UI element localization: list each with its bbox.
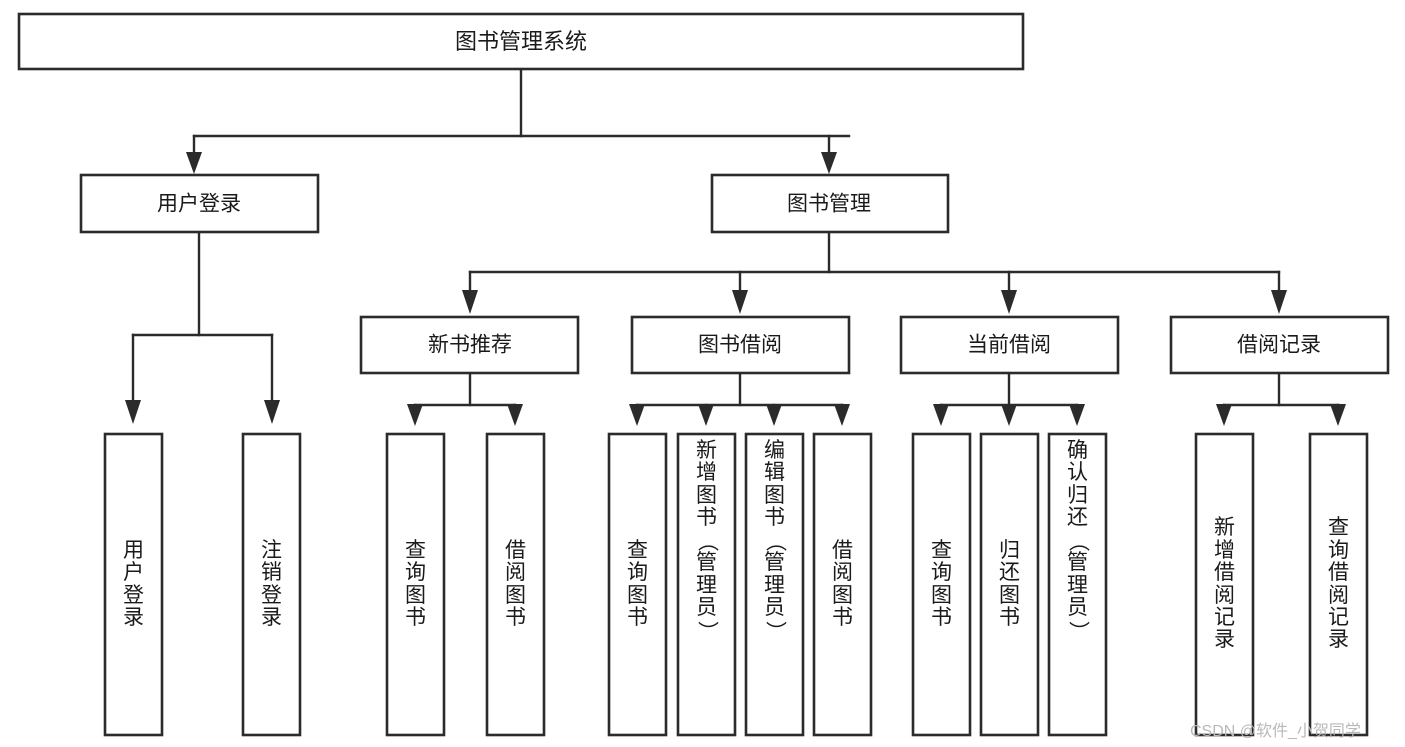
node-root-label: 图书管理系统 bbox=[455, 29, 587, 54]
connector-book-manage-to-level3 bbox=[462, 230, 1287, 314]
connector-book-borrow-to-leaves bbox=[629, 371, 850, 426]
leaf-borrow-add-book[interactable] bbox=[676, 432, 737, 737]
leaf-borrow-borrow-book[interactable] bbox=[812, 432, 873, 737]
leaf-newbook-query-book[interactable] bbox=[385, 432, 446, 737]
node-book-manage[interactable]: 图书管理 bbox=[710, 173, 950, 234]
node-book-borrow[interactable]: 图书借阅 bbox=[630, 315, 851, 375]
node-borrow-record[interactable]: 借阅记录 bbox=[1169, 315, 1390, 375]
node-book-borrow-label: 图书借阅 bbox=[698, 334, 782, 357]
connector-current-borrow-to-leaves bbox=[933, 371, 1085, 426]
leaf-user-logout[interactable] bbox=[241, 432, 302, 737]
leaf-record-query-record[interactable] bbox=[1308, 432, 1369, 737]
watermark-text: CSDN @软件_小贺同学 bbox=[1190, 723, 1361, 740]
leaf-borrow-edit-book[interactable] bbox=[744, 432, 805, 737]
node-user-login-label: 用户登录 bbox=[157, 193, 241, 216]
connector-root-to-level2 bbox=[186, 67, 851, 174]
node-book-manage-label: 图书管理 bbox=[787, 193, 871, 216]
node-borrow-record-label: 借阅记录 bbox=[1237, 334, 1321, 357]
node-root[interactable]: 图书管理系统 bbox=[17, 12, 1025, 71]
leaf-user-login[interactable] bbox=[103, 432, 164, 737]
node-current-borrow-label: 当前借阅 bbox=[967, 334, 1051, 357]
leaf-newbook-borrow-book[interactable] bbox=[485, 432, 546, 737]
connector-user-login-to-leaves bbox=[125, 230, 280, 424]
leaf-borrow-query-book[interactable] bbox=[607, 432, 668, 737]
connector-borrow-record-to-leaves bbox=[1216, 371, 1346, 426]
node-current-borrow[interactable]: 当前借阅 bbox=[899, 315, 1120, 375]
node-new-book-recommend-label: 新书推荐 bbox=[428, 334, 512, 357]
node-new-book-recommend[interactable]: 新书推荐 bbox=[359, 315, 580, 375]
leaf-record-add-record[interactable] bbox=[1194, 432, 1255, 737]
leaf-current-return-book[interactable] bbox=[979, 432, 1040, 737]
node-user-login[interactable]: 用户登录 bbox=[79, 173, 320, 234]
leaf-current-query-book[interactable] bbox=[911, 432, 972, 737]
connector-new-book-to-leaves bbox=[407, 371, 523, 426]
leaf-current-confirm-return[interactable] bbox=[1047, 432, 1108, 737]
